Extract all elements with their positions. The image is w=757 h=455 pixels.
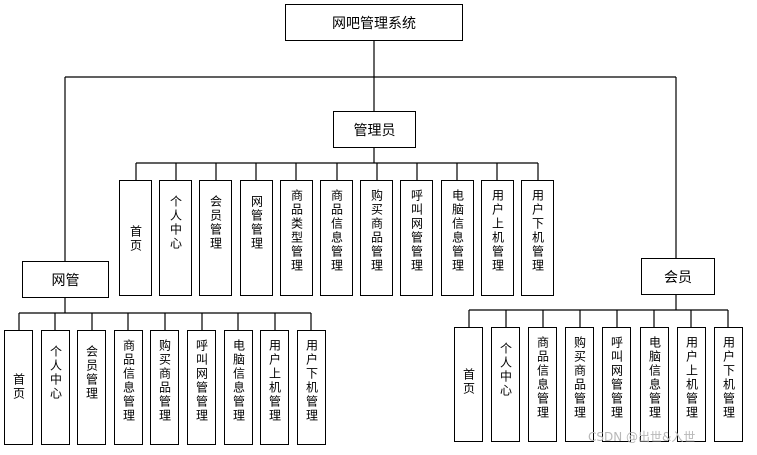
netadmin-module-node: 电脑信息管理 [224, 330, 253, 445]
netadmin-module-node: 个人中心 [41, 330, 70, 445]
member-module-label: 个人中心 [498, 342, 513, 398]
member-module-label: 电脑信息管理 [647, 336, 662, 420]
member-module-node: 呼叫网管管理 [602, 327, 631, 442]
admin-role-node: 管理员 [333, 111, 416, 148]
member-module-node: 个人中心 [491, 327, 520, 442]
member-module-node: 电脑信息管理 [640, 327, 669, 442]
admin-module-label: 商品信息管理 [329, 189, 344, 273]
netadmin-module-label: 用户下机管理 [304, 339, 319, 423]
netadmin-module-label: 用户上机管理 [267, 339, 282, 423]
admin-module-node: 电脑信息管理 [441, 180, 474, 296]
admin-module-label: 呼叫网管管理 [409, 189, 424, 273]
netadmin-role-label: 网管 [51, 272, 80, 289]
watermark: CSDN @出世&入世 [588, 430, 696, 444]
netadmin-module-node: 首页 [4, 330, 33, 445]
member-module-node: 购买商品管理 [565, 327, 594, 442]
netadmin-module-label: 呼叫网管管理 [194, 339, 209, 423]
netadmin-module-label: 个人中心 [48, 345, 63, 401]
root-node: 网吧管理系统 [285, 4, 463, 41]
member-module-node: 商品信息管理 [528, 327, 557, 442]
member-module-label: 首页 [461, 368, 476, 396]
admin-module-label: 商品类型管理 [289, 189, 304, 273]
admin-module-node: 用户上机管理 [481, 180, 514, 296]
admin-module-node: 会员管理 [199, 180, 232, 296]
admin-module-node: 首页 [119, 180, 152, 296]
admin-module-label: 个人中心 [168, 195, 183, 251]
admin-module-node: 个人中心 [159, 180, 192, 296]
member-module-node: 用户下机管理 [714, 327, 743, 442]
member-role-label: 会员 [664, 269, 692, 286]
admin-role-label: 管理员 [353, 122, 396, 139]
netadmin-module-node: 用户上机管理 [260, 330, 289, 445]
netadmin-module-label: 商品信息管理 [121, 339, 136, 423]
member-module-label: 用户上机管理 [684, 336, 699, 420]
member-module-label: 呼叫网管管理 [609, 336, 624, 420]
admin-module-node: 呼叫网管管理 [400, 180, 433, 296]
admin-module-node: 商品信息管理 [320, 180, 353, 296]
netadmin-module-label: 首页 [11, 373, 26, 401]
member-module-label: 用户下机管理 [721, 336, 736, 420]
netadmin-module-label: 电脑信息管理 [231, 339, 246, 423]
admin-module-node: 购买商品管理 [360, 180, 393, 296]
member-module-label: 购买商品管理 [572, 336, 587, 420]
netadmin-module-label: 会员管理 [84, 345, 99, 401]
member-module-label: 商品信息管理 [535, 336, 550, 420]
admin-module-label: 用户下机管理 [530, 189, 545, 273]
member-module-node: 首页 [454, 327, 483, 442]
netadmin-role-node: 网管 [22, 261, 109, 298]
netadmin-module-node: 呼叫网管管理 [187, 330, 216, 445]
root-label: 网吧管理系统 [332, 15, 416, 32]
netadmin-module-node: 商品信息管理 [114, 330, 143, 445]
admin-module-node: 网管管理 [240, 180, 273, 296]
admin-module-label: 首页 [128, 225, 143, 253]
admin-module-node: 用户下机管理 [521, 180, 554, 296]
admin-module-label: 电脑信息管理 [450, 189, 465, 273]
admin-module-label: 网管管理 [249, 195, 264, 251]
netadmin-module-node: 购买商品管理 [150, 330, 179, 445]
admin-module-label: 会员管理 [208, 195, 223, 251]
member-role-node: 会员 [641, 258, 715, 295]
admin-module-node: 商品类型管理 [280, 180, 313, 296]
netadmin-module-node: 用户下机管理 [297, 330, 326, 445]
member-module-node: 用户上机管理 [677, 327, 706, 442]
netadmin-module-node: 会员管理 [77, 330, 106, 445]
netadmin-module-label: 购买商品管理 [157, 339, 172, 423]
admin-module-label: 用户上机管理 [490, 189, 505, 273]
admin-module-label: 购买商品管理 [369, 189, 384, 273]
